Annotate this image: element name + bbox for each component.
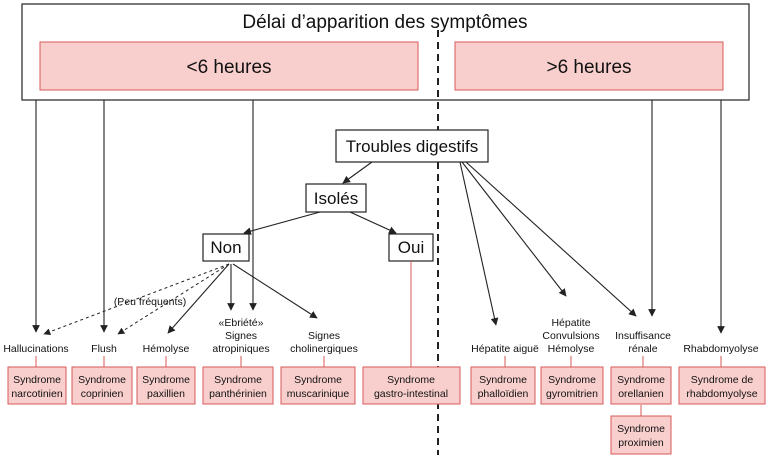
lt6-label: <6 heures — [186, 57, 271, 78]
sign-hemolyse-2: Hémolyse — [548, 343, 595, 355]
syndrome-muscarinique: Syndrome muscarinique — [280, 366, 356, 405]
syndrome-gyromitrien: Syndrome gyromitrien — [540, 366, 604, 405]
isoles-box — [305, 183, 367, 213]
svg-text:coprinien: coprinien — [81, 388, 124, 400]
dashed-arrow-hallucinations — [43, 263, 230, 336]
syndrome-pantherinien: Syndrome panthérinien — [202, 366, 274, 405]
sign-hepatite-aigue: Hépatite aiguë — [471, 343, 539, 355]
svg-text:Syndrome: Syndrome — [142, 374, 190, 386]
svg-text:Syndrome: Syndrome — [617, 374, 665, 386]
isoles-label: Isolés — [314, 189, 358, 208]
svg-text:narcotinien: narcotinien — [11, 388, 63, 400]
lt6-box — [39, 41, 419, 91]
svg-text:Syndrome: Syndrome — [617, 423, 665, 435]
svg-text:Syndrome: Syndrome — [78, 374, 126, 386]
sign-ebriete: «Ebriété» — [219, 317, 264, 329]
svg-text:Syndrome: Syndrome — [214, 374, 262, 386]
svg-text:Syndrome: Syndrome — [294, 374, 342, 386]
svg-text:Syndrome de: Syndrome de — [691, 374, 754, 386]
sign-insuffisance-line2: rénale — [628, 343, 657, 355]
svg-text:Syndrome: Syndrome — [13, 374, 61, 386]
sign-cholinergiques: Signes — [308, 330, 340, 342]
syndrome-narcotinien: Syndrome narcotinien — [7, 366, 67, 405]
non-label: Non — [210, 238, 241, 257]
svg-text:paxillien: paxillien — [147, 388, 185, 400]
arrow-troubles-insuf — [465, 161, 637, 317]
oui-box — [388, 233, 434, 262]
svg-text:Syndrome: Syndrome — [548, 374, 596, 386]
svg-text:proximien: proximien — [618, 437, 664, 449]
sign-insuffisance: Insuffisance — [615, 330, 671, 342]
syndrome-rhabdomyolyse: Syndrome de rhabdomyolyse — [678, 366, 766, 405]
sign-ebriete-line3: atropiniques — [212, 343, 269, 355]
sign-rhabdomyolyse: Rhabdomyolyse — [683, 343, 758, 355]
svg-text:panthérinien: panthérinien — [209, 388, 267, 400]
syndrome-proximien: Syndrome proximien — [610, 415, 672, 455]
sign-flush: Flush — [91, 343, 117, 355]
svg-text:muscarinique: muscarinique — [287, 388, 350, 400]
arrow-troubles-hepatite — [459, 161, 499, 326]
svg-text:gastro-intestinal: gastro-intestinal — [374, 388, 448, 400]
svg-text:phalloïdien: phalloïdien — [478, 388, 529, 400]
oui-label: Oui — [398, 238, 424, 257]
troubles-box — [335, 129, 489, 163]
arrow-troubles-gyro — [461, 161, 567, 297]
arrow-troubles-isoles — [342, 161, 373, 184]
peu-frequents-label: (Peu fréquents) — [114, 296, 186, 308]
arrow-non-hemolyse — [167, 263, 230, 334]
troubles-label: Troubles digestifs — [346, 137, 479, 156]
svg-text:gyromitrien: gyromitrien — [546, 388, 598, 400]
svg-text:rhabdomyolyse: rhabdomyolyse — [686, 388, 757, 400]
sign-hallucinations: Hallucinations — [3, 343, 68, 355]
arrow-non-cholinergiques — [232, 263, 318, 319]
syndrome-orellanien: Syndrome orellanien — [610, 366, 672, 405]
syndrome-phalloidien: Syndrome phalloïdien — [470, 366, 536, 405]
syndrome-paxillien: Syndrome paxillien — [136, 366, 196, 405]
sign-hepatite: Hépatite — [551, 317, 590, 329]
svg-text:Syndrome: Syndrome — [479, 374, 527, 386]
syndrome-coprinien: Syndrome coprinien — [71, 366, 133, 405]
arrow-isoles-oui — [349, 211, 397, 234]
dashed-arrow-flush — [117, 263, 230, 335]
arrow-isoles-non — [243, 211, 321, 235]
gt6-box — [454, 41, 724, 91]
sign-convulsions: Convulsions — [542, 330, 599, 342]
svg-text:orellanien: orellanien — [618, 388, 664, 400]
header-title: Délai d’apparition des symptômes — [242, 12, 527, 33]
sign-ebriete-line2: Signes — [225, 330, 257, 342]
sign-cholinergiques-line2: cholinergiques — [290, 343, 358, 355]
svg-text:Syndrome: Syndrome — [387, 374, 435, 386]
syndrome-gastro-intestinal: Syndrome gastro-intestinal — [362, 366, 461, 405]
gt6-label: >6 heures — [546, 57, 631, 78]
sign-hemolyse: Hémolyse — [143, 343, 190, 355]
non-box — [202, 233, 250, 262]
